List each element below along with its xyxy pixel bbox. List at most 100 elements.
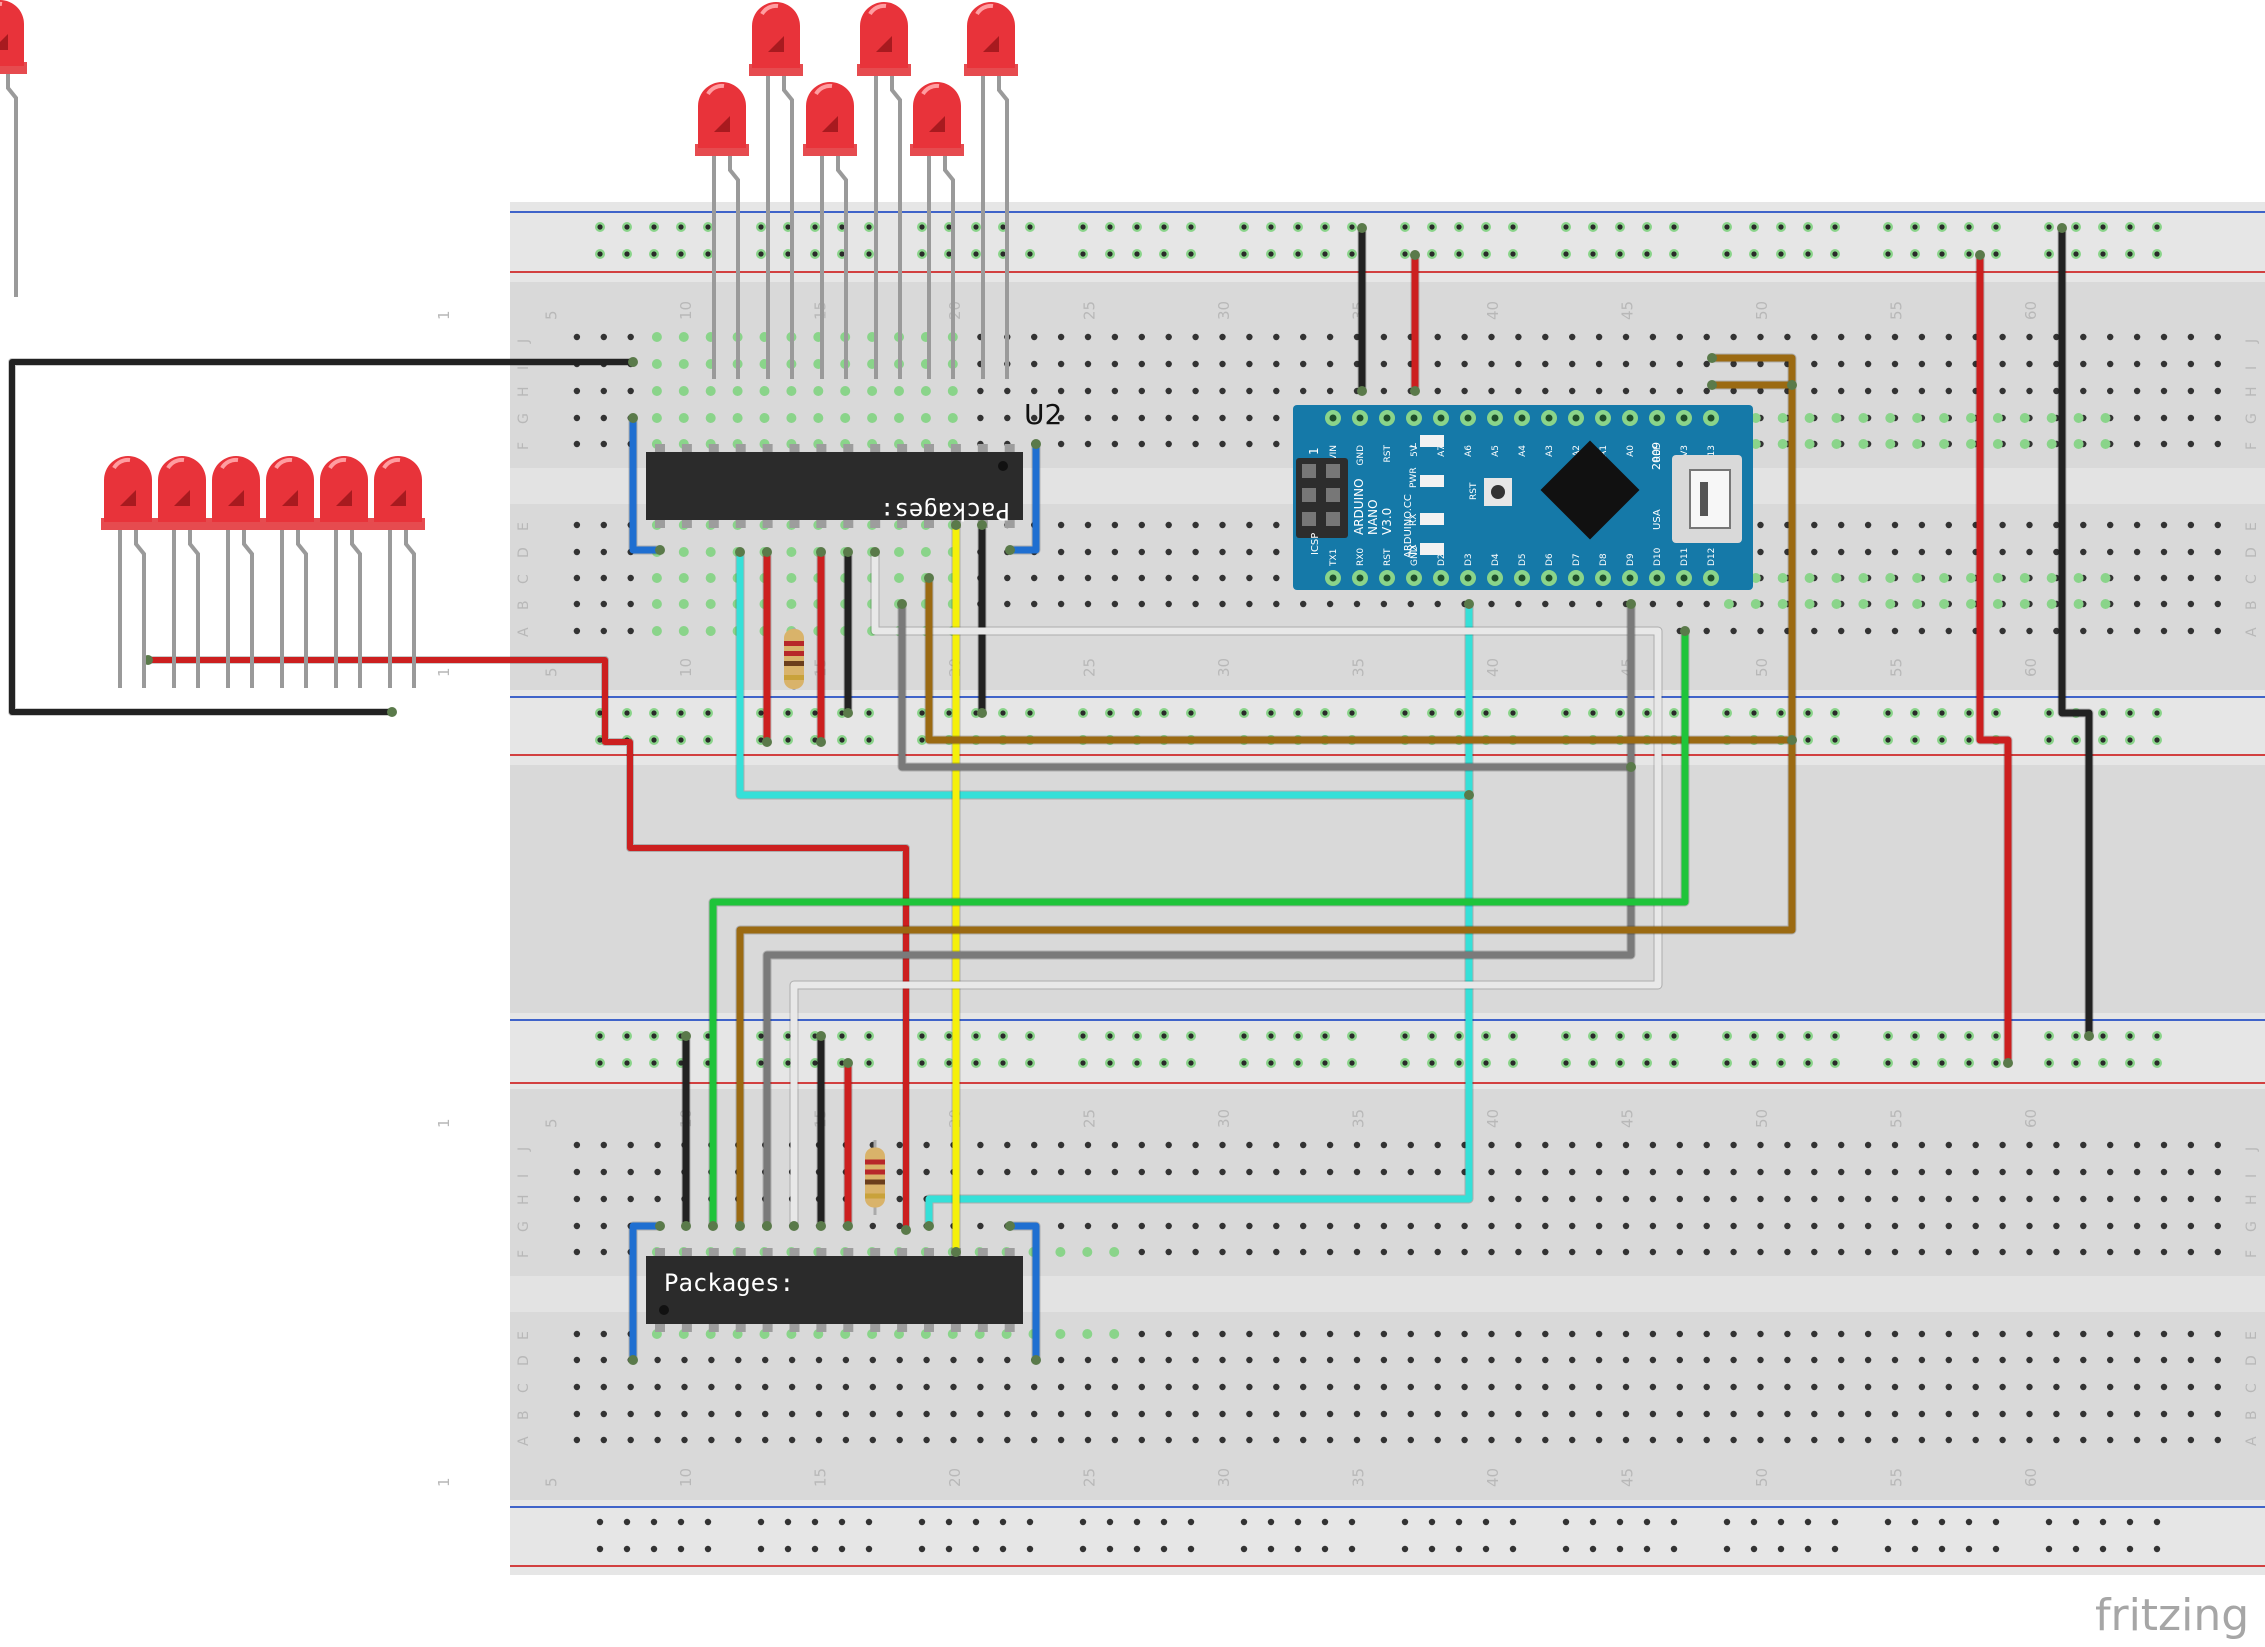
hole	[1891, 360, 1899, 368]
hole	[1542, 1248, 1549, 1256]
hole	[1380, 333, 1388, 341]
hole	[2026, 548, 2033, 556]
rail-hole-center	[1805, 1033, 1811, 1039]
hole	[1084, 1168, 1092, 1176]
hole	[1918, 333, 1926, 341]
black-wire-l2-end	[816, 1221, 826, 1231]
rail-hole	[1750, 1545, 1758, 1553]
rail-hole	[1026, 1545, 1034, 1553]
rail-hole	[1562, 1518, 1570, 1526]
hole	[1407, 1436, 1415, 1444]
hole	[788, 1356, 796, 1364]
hole	[1918, 1330, 1926, 1338]
rail-hole-center	[758, 1060, 764, 1066]
hole	[1300, 1141, 1307, 1149]
hole	[1918, 1168, 1926, 1176]
row-letter: A	[516, 627, 532, 637]
hole	[1757, 1195, 1764, 1203]
nano-bottom-pin-label: D5	[1518, 553, 1528, 566]
hole	[1004, 1436, 1011, 1444]
hole	[1945, 548, 1953, 556]
led-leg	[350, 528, 362, 688]
hole	[2214, 414, 2221, 422]
rail-hole-center	[1322, 710, 1328, 716]
rail-hole-center	[1134, 251, 1140, 257]
nano-pin-bottom-hole	[1680, 574, 1688, 582]
hole	[1515, 1330, 1522, 1338]
top-led	[910, 82, 964, 379]
black-wire-led-ground-end	[387, 707, 397, 717]
column-number: 45	[1619, 1109, 1637, 1128]
nano-top-pin-label: REF	[1653, 445, 1663, 462]
hole	[1300, 1222, 1307, 1230]
red-wire-u1-end	[762, 547, 772, 557]
hole	[2053, 1141, 2060, 1149]
row-letter: I	[2244, 366, 2260, 370]
hole	[1730, 1383, 1737, 1391]
hole	[1273, 521, 1280, 529]
hole	[1730, 1410, 1737, 1418]
lower-ic-pin	[977, 1324, 988, 1332]
hole	[1192, 1330, 1199, 1338]
rail-hole	[650, 1545, 658, 1553]
nano-name-line: ARDUINO	[1352, 478, 1366, 535]
rail-hole	[1777, 1545, 1785, 1553]
hole	[1219, 1436, 1226, 1444]
lower-ic-body	[646, 1256, 1023, 1324]
hole	[2187, 1141, 2195, 1149]
hole	[1569, 333, 1576, 341]
rail-hole-center	[1134, 1033, 1140, 1039]
connected-hole	[813, 413, 824, 423]
red-wire-led-bus-end	[901, 1225, 911, 1235]
rail-hole-center	[2127, 710, 2133, 716]
hole	[1838, 548, 1845, 556]
black-wire-u3-end	[843, 547, 853, 557]
rail-hole-center	[1885, 1060, 1891, 1066]
hole	[869, 1222, 876, 1230]
hole	[1918, 1248, 1926, 1256]
nano-top-pin-label: D13	[1707, 445, 1717, 463]
connected-hole	[1992, 439, 2003, 449]
hole	[627, 1168, 634, 1176]
rail-hole	[1160, 1545, 1168, 1553]
connected-hole	[651, 599, 662, 609]
hole	[573, 600, 581, 608]
column-number: 15	[812, 1468, 830, 1487]
hole	[2026, 1141, 2033, 1149]
column-number: 40	[1484, 658, 1502, 677]
led-die	[0, 34, 8, 50]
rail-hole-center	[1563, 1033, 1569, 1039]
row-letter: F	[2244, 1250, 2260, 1258]
rail-hole-center	[1027, 710, 1033, 716]
rail-hole	[918, 1545, 926, 1553]
rail-hole-center	[705, 251, 711, 257]
hole	[1165, 521, 1172, 529]
hole	[1461, 1248, 1468, 1256]
hole	[1353, 1330, 1361, 1338]
hole	[1838, 1356, 1845, 1364]
column-number: 60	[2022, 1109, 2040, 1128]
hole	[1864, 387, 1872, 395]
rail-hole-center	[1912, 710, 1918, 716]
hole	[1219, 387, 1226, 395]
nano-bottom-pin-label: D3	[1464, 553, 1474, 566]
hole	[735, 1383, 742, 1391]
hole	[1138, 574, 1146, 582]
hole	[1192, 360, 1199, 368]
rail-hole-center	[1349, 251, 1355, 257]
hole	[1515, 1141, 1522, 1149]
hole	[1407, 1248, 1415, 1256]
connected-hole	[2100, 573, 2111, 583]
connected-hole	[1804, 413, 1815, 423]
row-letter: F	[2244, 442, 2260, 450]
rail-hole	[865, 1518, 873, 1526]
connected-hole	[705, 626, 716, 636]
nano-pin-top-hole	[1653, 414, 1661, 422]
top-led	[749, 2, 803, 379]
led-leg	[6, 72, 18, 297]
hole	[1273, 1436, 1280, 1444]
hole	[1703, 360, 1710, 368]
rail-hole	[1992, 1518, 2000, 1526]
hole	[1838, 1383, 1845, 1391]
hole	[1165, 574, 1172, 582]
